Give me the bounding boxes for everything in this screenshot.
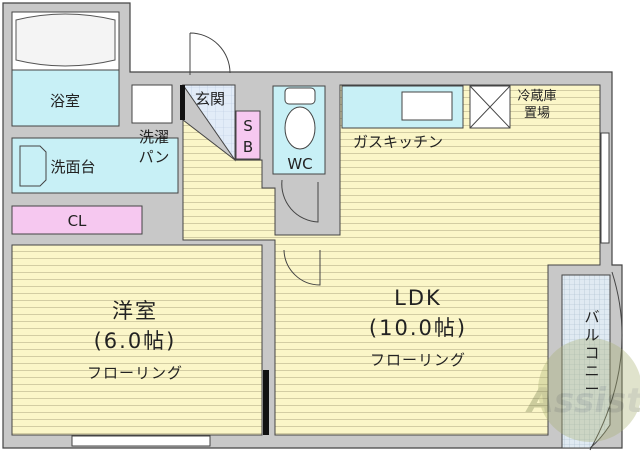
closet: CL <box>11 205 143 235</box>
shoe-box <box>235 110 261 160</box>
wc-label: WC <box>287 155 312 173</box>
kitchen-label: ガスキッチン <box>353 133 443 151</box>
western-room: 洋室 (6.0帖) フローリング <box>11 244 263 447</box>
fridge-label-2: 置場 <box>524 106 550 121</box>
shoe-box-label: S <box>243 117 253 135</box>
wc-door[interactable] <box>281 179 319 223</box>
balcony-label-4: ニ <box>584 362 599 380</box>
western-room-size: (6.0帖) <box>94 329 177 353</box>
watermark-logo: Assist <box>525 338 640 442</box>
ldk: ガスキッチン 冷蔵庫 置場 LDK (10.0帖) フローリング <box>182 84 610 436</box>
washbasin-icon <box>19 145 47 187</box>
washbasin-label: 洗面台 <box>50 158 95 176</box>
balcony-labels: バ ル コ ニ ー <box>584 308 599 398</box>
wall-segment <box>263 370 269 435</box>
sink-icon <box>401 91 453 121</box>
bathtub-icon <box>15 13 116 67</box>
western-room-name: 洋室 <box>112 299 158 323</box>
bath-label: 浴室 <box>50 92 80 110</box>
balcony-label-3: コ <box>584 344 599 362</box>
entrance-label: 玄関 <box>195 90 225 108</box>
shoe-box-label-2: B <box>243 138 253 156</box>
toilet-icon <box>284 87 316 105</box>
fridge-label: 冷蔵庫 <box>517 89 556 104</box>
entrance: 玄関 S B <box>180 32 261 162</box>
closet-label: CL <box>68 212 87 230</box>
balcony-label: バ <box>584 308 599 326</box>
bathroom: 浴室 <box>11 11 120 127</box>
watermark-text: Assist <box>525 381 640 421</box>
window <box>71 435 211 447</box>
entrance-door[interactable] <box>189 32 231 75</box>
ldk-size: (10.0帖) <box>369 316 467 340</box>
window <box>600 132 610 244</box>
laundry-pan-label-2: パン <box>139 148 170 166</box>
toilet-room: WC <box>272 85 326 286</box>
ldk-name: LDK <box>394 286 442 310</box>
laundry-pan-label: 洗濯 <box>139 128 169 146</box>
western-room-floor: フローリング <box>87 364 183 382</box>
balcony-label-2: ル <box>584 326 599 344</box>
ldk-door[interactable] <box>283 249 321 286</box>
ldk-floor: フローリング <box>370 351 466 369</box>
laundry-pan-icon <box>131 84 173 124</box>
balcony-label-5: ー <box>584 380 599 398</box>
washroom: 洗面台 洗濯 パン <box>11 84 179 194</box>
balcony <box>561 271 623 451</box>
